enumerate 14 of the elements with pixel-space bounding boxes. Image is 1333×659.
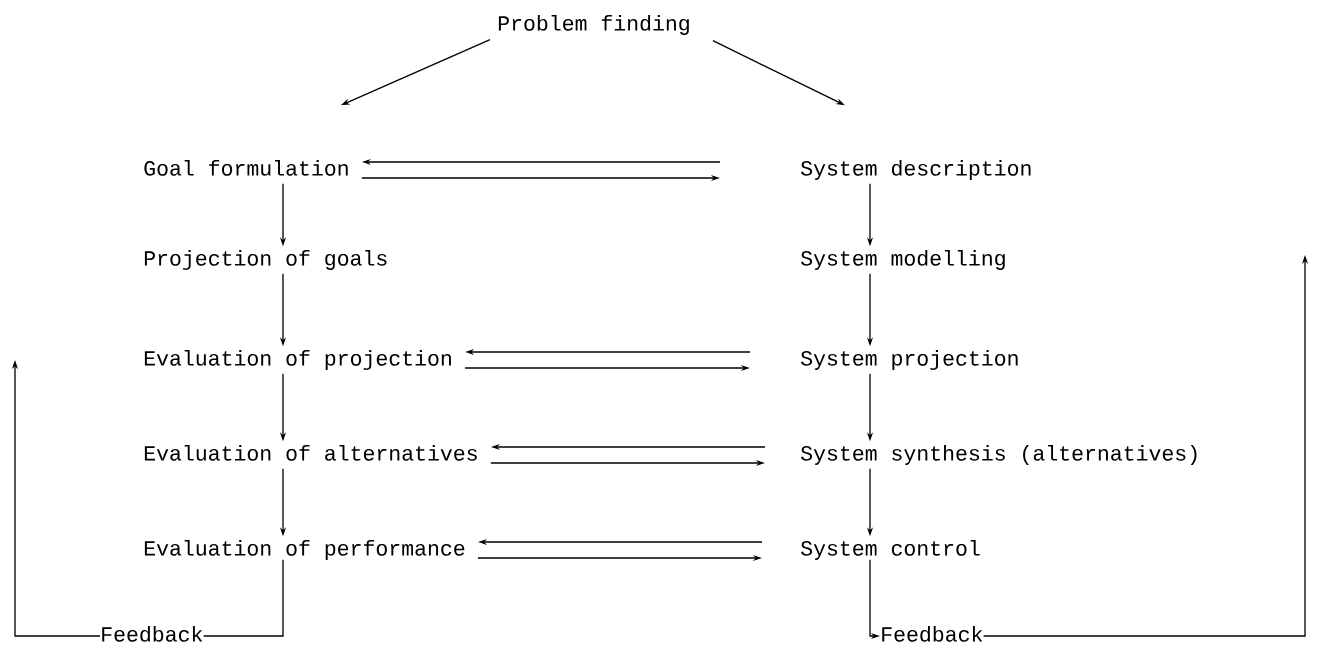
step-label: Evaluation of alternatives <box>144 444 477 461</box>
step-label: System synthesis (alternatives) <box>801 444 1197 465</box>
step-label: Problem finding <box>498 14 689 35</box>
step-label: Goal formulation <box>144 159 348 176</box>
connector-line <box>202 559 284 637</box>
step-label: System projection <box>801 349 1018 370</box>
step-label: Evaluation of projection <box>144 349 451 370</box>
feedback-label: Feedback <box>102 625 203 642</box>
step-label: System description <box>801 159 1031 180</box>
step-label: Projection of goals <box>144 249 387 270</box>
step-label: System control <box>801 539 980 560</box>
feedback-label: Feedback <box>882 625 983 642</box>
step-label: System modelling <box>801 249 1005 270</box>
step-label: Evaluation of performance <box>144 539 465 560</box>
